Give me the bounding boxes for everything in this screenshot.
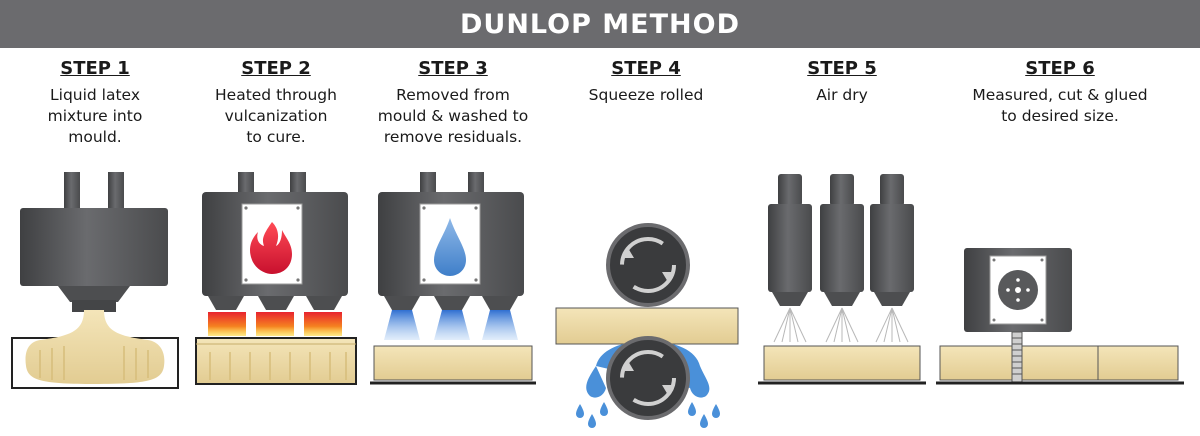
step-2: STEP 2 Heated through vulcanization to c…	[196, 58, 356, 148]
step-4-line-1: Squeeze rolled	[588, 86, 704, 104]
curing-foam-block	[195, 337, 357, 385]
step-2-illustration	[195, 172, 357, 385]
step-4-illustration	[555, 223, 739, 428]
rotate-arrows-icon	[620, 237, 676, 293]
step-4-title: STEP 4	[611, 58, 681, 79]
step-1-illustration	[11, 172, 179, 389]
mould-inlet-pipe	[64, 172, 80, 212]
step-5-illustration	[758, 174, 926, 385]
top-roller	[606, 223, 690, 307]
liquid-latex	[25, 310, 165, 384]
page-title: DUNLOP METHOD	[459, 8, 740, 40]
step-6-line-2: to desired size.	[1001, 107, 1119, 125]
water-spray	[434, 310, 470, 340]
air-dryer	[768, 174, 812, 306]
step-1-title: STEP 1	[60, 58, 130, 79]
water-drop-icon	[434, 218, 466, 276]
step-6-illustration	[936, 248, 1184, 385]
step-2-line-1: Heated through	[215, 86, 337, 104]
step-5-line-1: Air dry	[816, 86, 868, 104]
cut-foam-piece	[939, 345, 1013, 381]
heat-jet	[304, 312, 342, 336]
glued-foam-piece	[1097, 345, 1179, 381]
cut-foam-piece	[1021, 345, 1099, 381]
step-2-line-3: to cure.	[246, 128, 306, 146]
water-spray	[384, 310, 420, 340]
target-icon	[998, 270, 1038, 310]
step-1-line-2: mixture into	[47, 107, 143, 125]
bottom-roller	[606, 336, 690, 420]
air-dryer	[870, 174, 914, 306]
step-6-title: STEP 6	[1025, 58, 1095, 79]
step-3: STEP 3 Removed from mould & washed to re…	[363, 58, 543, 148]
step-3-illustration	[370, 172, 536, 385]
rotate-arrows-icon	[620, 350, 676, 406]
step-1-line-3: mould.	[68, 128, 122, 146]
heat-jet	[208, 312, 246, 336]
air-dryer	[820, 174, 864, 306]
step-2-line-2: vulcanization	[224, 107, 328, 125]
mould-inlet-pipe	[108, 172, 124, 212]
step-1-line-1: Liquid latex	[50, 86, 140, 104]
water-spray	[482, 310, 518, 340]
header-banner: DUNLOP METHOD	[0, 0, 1200, 48]
step-1: STEP 1 Liquid latex mixture into mould.	[15, 58, 175, 148]
air-flow	[773, 307, 909, 343]
latex-dispenser	[20, 208, 168, 286]
heat-jet	[256, 312, 294, 336]
step-3-line-2: mould & washed to	[377, 107, 529, 125]
washed-foam-block	[373, 345, 533, 381]
drying-foam-block	[763, 345, 921, 381]
step-6: STEP 6 Measured, cut & glued to desired …	[945, 58, 1175, 127]
step-5: STEP 5 Air dry	[762, 58, 922, 106]
step-6-line-1: Measured, cut & glued	[972, 86, 1148, 104]
step-3-line-3: remove residuals.	[383, 128, 523, 146]
water-droplets	[576, 402, 720, 428]
step-5-title: STEP 5	[807, 58, 877, 79]
step-2-title: STEP 2	[241, 58, 311, 79]
step-4: STEP 4 Squeeze rolled	[566, 58, 726, 106]
step-3-line-1: Removed from	[396, 86, 510, 104]
step-3-title: STEP 3	[418, 58, 488, 79]
fire-icon	[250, 222, 292, 274]
